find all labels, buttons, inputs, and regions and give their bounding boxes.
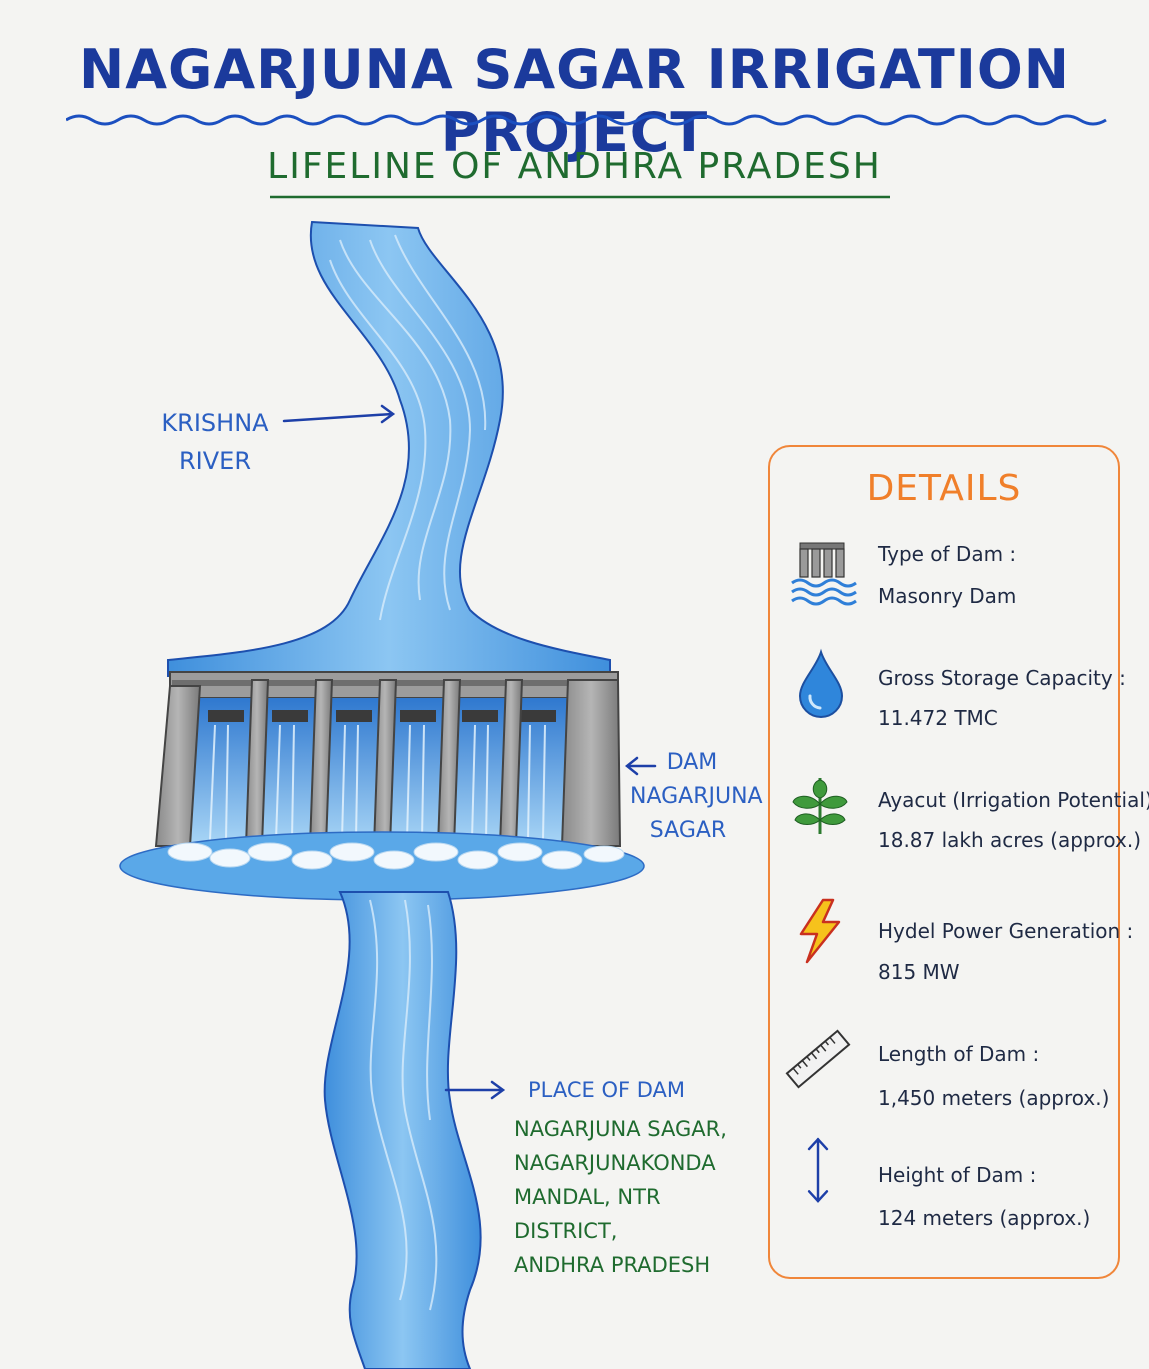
water-drop-icon bbox=[798, 648, 844, 718]
place-heading: PLACE OF DAM bbox=[528, 1078, 686, 1102]
dam-label-line-1: DAM bbox=[666, 750, 718, 775]
page-title: NAGARJUNA SAGAR IRRIGATION PROJECT bbox=[79, 38, 1070, 164]
river-dam-illustration bbox=[119, 220, 657, 1369]
river-label-line-2: RIVER bbox=[178, 447, 251, 475]
details-heading: DETAILS bbox=[866, 468, 1022, 509]
detail-label-5: Length of Dam : bbox=[878, 1042, 1040, 1066]
river-arrow bbox=[282, 412, 394, 423]
details-panel bbox=[768, 445, 1120, 1279]
detail-value-1: Masonry Dam bbox=[878, 584, 1017, 608]
river-label-line-1: KRISHNA bbox=[161, 409, 269, 437]
dam-right-abutment bbox=[560, 679, 622, 847]
place-line-2: NAGARJUNAKONDA bbox=[514, 1151, 716, 1175]
place-line-3: MANDAL, NTR DISTRICT, bbox=[514, 1185, 661, 1243]
detail-value-5: 1,450 meters (approx.) bbox=[878, 1086, 1110, 1110]
detail-label-1: Type of Dam : bbox=[878, 542, 1017, 566]
detail-label-2: Gross Storage Capacity : bbox=[878, 666, 1126, 690]
place-line-4: ANDHRA PRADESH bbox=[514, 1253, 711, 1277]
detail-label-6: Height of Dam : bbox=[878, 1163, 1037, 1187]
river-label: KRISHNA RIVER bbox=[150, 404, 280, 480]
dam-label: DAM NAGARJUNA SAGAR bbox=[630, 746, 763, 848]
detail-value-6: 124 meters (approx.) bbox=[878, 1206, 1091, 1230]
subtitle-underline bbox=[270, 195, 890, 199]
detail-label-4: Hydel Power Generation : bbox=[878, 919, 1134, 943]
plant-icon bbox=[792, 778, 848, 834]
ruler-icon bbox=[785, 1029, 851, 1089]
detail-label-3: Ayacut (Irrigation Potential): bbox=[878, 788, 1149, 812]
detail-value-3: 18.87 lakh acres (approx.) bbox=[878, 828, 1142, 852]
detail-value-4: 815 MW bbox=[878, 960, 960, 984]
lightning-icon bbox=[799, 898, 841, 964]
place-address: NAGARJUNA SAGAR, NAGARJUNAKONDA MANDAL, … bbox=[514, 1112, 754, 1282]
dam-icon bbox=[791, 542, 857, 606]
dam-label-line-2: NAGARJUNA bbox=[630, 784, 763, 809]
detail-value-2: 11.472 TMC bbox=[878, 706, 998, 730]
subtitle: LIFELINE OF ANDHRA PRADESH bbox=[267, 146, 882, 187]
dam-label-line-3: SAGAR bbox=[649, 818, 727, 843]
lower-river bbox=[323, 891, 482, 1369]
place-line-1: NAGARJUNA SAGAR, bbox=[514, 1117, 727, 1141]
title-wave-underline bbox=[66, 114, 1107, 126]
vertical-arrow-icon bbox=[807, 1137, 829, 1203]
